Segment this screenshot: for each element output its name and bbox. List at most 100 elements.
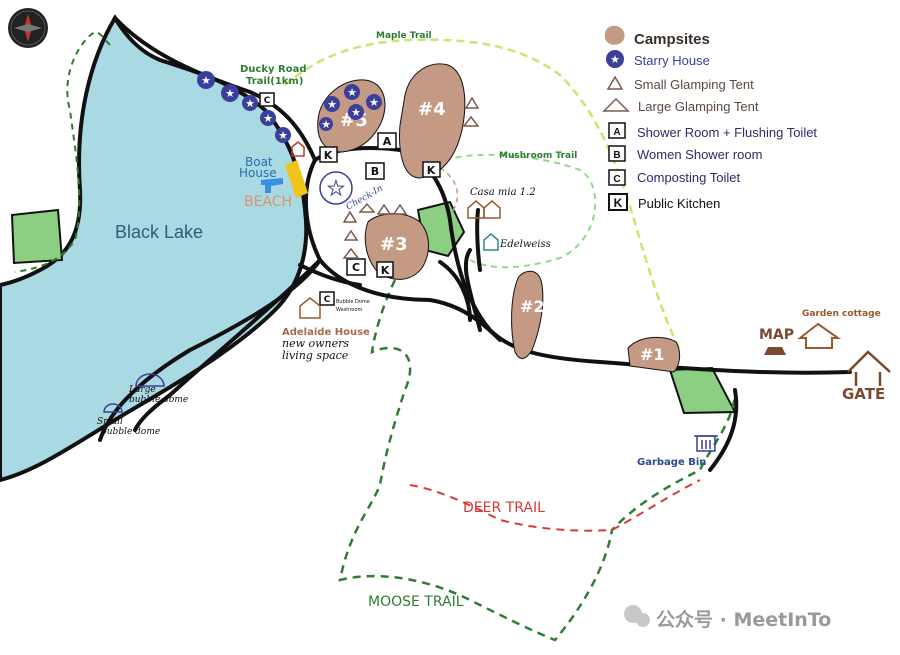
kitchen-k-icon[interactable]: K [376,261,394,278]
moose-trail-label: MOOSE TRAIL [368,594,464,610]
compass-icon [8,8,48,48]
garbage-bin-label: Garbage Bin [637,457,706,468]
svg-text:C: C [613,174,620,185]
mushroom-trail-path-2 [439,167,459,216]
legend: Campsites ★ Starry House Small Glamping … [602,25,817,211]
svg-text:C: C [352,261,360,274]
composting-toilet-c-icon[interactable]: C [346,258,366,276]
boat-house-label-2: House [239,166,277,180]
shower-legend-icon [608,122,626,139]
svg-text:★: ★ [351,106,361,119]
boat-house-roof-icon [291,141,305,157]
map-board-icon [764,347,786,361]
legend-composting: Composting Toilet [637,170,740,185]
campsite-2[interactable] [511,270,544,359]
deer-trail-label: DEER TRAIL [463,500,545,516]
svg-text:K: K [324,149,333,162]
watermark-label: 公众号 · MeetInTo [656,608,831,631]
site-4-label: #4 [418,99,446,120]
composting-toilet-c-icon[interactable]: C [319,291,335,306]
glamping-tent-icons [342,96,480,259]
svg-text:★: ★ [610,54,620,66]
site-2-label: #2 [520,297,545,316]
legend-campsites: Campsites [634,31,710,48]
legend-shower: Shower Room + Flushing Toilet [637,125,817,140]
black-lake-label: Black Lake [115,222,203,242]
women-shower-b-icon[interactable]: B [365,162,385,180]
svg-text:K: K [427,164,436,177]
svg-text:C: C [264,96,271,106]
legend-kitchen: Public Kitchen [638,196,720,211]
shower-room-a-icon[interactable]: A [377,132,397,150]
edelweiss-label: Edelweiss [499,239,551,250]
boat-house-label: Boat [245,155,273,169]
svg-text:K: K [614,196,623,210]
starry-house-icons [197,71,382,143]
legend-starry-house: Starry House [634,53,710,68]
beach [285,160,308,198]
starry-house-legend-icon [606,50,624,68]
map-label: MAP [759,327,794,343]
moose-trail-path [338,279,737,642]
large-bubble-dome-icon [135,373,165,387]
edelweiss-house-icon [483,233,499,251]
gate-label: GATE [842,385,885,403]
bubble-washroom-label-2: Washroom [336,307,363,313]
composting-legend-icon [608,169,626,186]
svg-text:★: ★ [225,87,235,100]
svg-text:★: ★ [369,96,379,109]
ducky-road-trail [14,30,111,273]
small-bubble-dome-icon [103,403,123,413]
composting-toilet-c-icon[interactable]: C [259,92,275,107]
svg-text:C: C [324,295,331,305]
svg-text:★: ★ [347,86,357,99]
boat-icon [261,178,283,193]
svg-text:B: B [371,165,379,178]
ducky-road-label-2: Trail(1km) [246,76,303,87]
check-in-label: Check-In [345,183,385,212]
garden-cottage-label: Garden cottage [802,309,881,319]
maple-trail-label: Maple Trail [376,31,432,41]
watermark: 公众号 · MeetInTo [624,605,831,631]
legend-large-tent: Large Glamping Tent [638,99,759,114]
small-tent-legend-icon [606,75,624,90]
svg-text:A: A [613,127,620,138]
kitchen-k-icon[interactable]: K [422,161,441,178]
site-3-label: #3 [380,234,408,255]
kitchen-k-icon[interactable]: K [319,146,338,163]
svg-text:★: ★ [321,118,331,131]
campsite-4[interactable] [399,63,466,179]
legend-women-shower: Women Shower room [637,147,762,162]
campsite-1[interactable] [627,336,681,373]
maple-trail-path [284,38,682,351]
bubble-washroom-label: Bubble Dome [336,299,370,305]
forest-patch [668,366,737,415]
svg-text:★: ★ [245,97,255,110]
new-owners-label-2: living space [282,349,349,362]
large-bubble-label-2: bubble dome [129,395,188,405]
svg-text:K: K [381,264,390,277]
legend-small-tent: Small Glamping Tent [634,77,754,92]
women-shower-legend-icon [608,145,626,162]
large-bubble-label: Large [128,385,156,395]
kitchen-legend-icon [608,193,628,211]
svg-text:★: ★ [327,176,345,200]
starry-house-stars: ★ ★ ★ ★ ★ ★ ★ ★ ★ ★ [201,74,379,142]
adelaide-house-label: Adelaide House [282,327,370,338]
svg-text:A: A [383,135,392,148]
small-bubble-label-2: bubble dome [101,427,160,437]
casa-mia-label: Casa mia 1.2 [470,187,536,198]
svg-text:★: ★ [278,129,288,142]
garbage-bin-icon [694,435,718,452]
mushroom-trail-label: Mushroom Trail [499,151,577,161]
svg-text:★: ★ [263,112,273,125]
house-icons [299,200,501,319]
svg-text:★: ★ [327,98,337,111]
svg-text:★: ★ [201,74,211,87]
beach-label: BEACH [244,194,292,210]
new-owners-label: new owners [282,337,349,350]
site-1-label: #1 [640,345,665,364]
check-in-star-icon[interactable]: ★ [319,171,353,205]
svg-text:B: B [613,150,620,161]
